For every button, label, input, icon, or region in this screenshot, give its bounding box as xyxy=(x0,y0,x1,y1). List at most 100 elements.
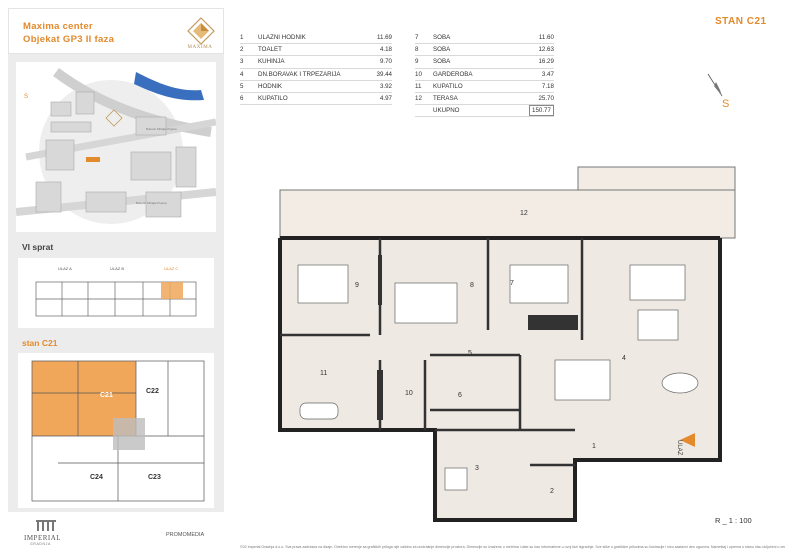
entrance-a-label: ULAZ A xyxy=(58,266,72,271)
room-2-label: 2 xyxy=(550,488,554,495)
compass-south-label: S xyxy=(722,98,730,110)
partner-logos: IMPERIAL GRADNJA PROMOMEDIA xyxy=(8,512,224,548)
room-name: TERASA xyxy=(433,92,529,106)
room-area: 9.70 xyxy=(370,55,392,69)
room-name: KUPATILO xyxy=(258,92,370,106)
unit-c21-marker: C21 xyxy=(100,392,113,399)
project-header: Maxima center Objekat GP3 II faza MAXIMA xyxy=(8,8,224,54)
entrance-c-label: ULAZ C xyxy=(164,266,178,271)
room-num: 7 xyxy=(415,32,433,45)
unit-key-plan: C21 C22 C24 C23 xyxy=(18,353,214,508)
total-label: UKUPNO xyxy=(433,104,529,118)
room-area: 11.60 xyxy=(529,32,554,45)
entry-label: ULAZ xyxy=(676,440,682,456)
room-num: 6 xyxy=(240,92,258,106)
room-name: SOBA xyxy=(433,43,529,57)
floor-label: VI sprat xyxy=(22,242,54,252)
room-name: SOBA xyxy=(433,55,529,69)
room-name: DN.BORAVAK I TRPEZARIJA xyxy=(258,68,370,81)
maxima-logo-icon xyxy=(187,17,215,45)
entrance-b-label: ULAZ B xyxy=(110,266,124,271)
room-3-label: 3 xyxy=(475,465,479,472)
apartment-floor-plan: 12 8 9 7 4 5 11 10 6 1 3 2 xyxy=(278,166,736,522)
room-num: 4 xyxy=(240,68,258,81)
room-num: 12 xyxy=(415,92,433,106)
room-num: 2 xyxy=(240,43,258,57)
room-area: 4.18 xyxy=(370,43,392,57)
room-name: KUPATILO xyxy=(433,80,529,94)
street-label-1: Bulevar Mihajla Pupina xyxy=(146,127,177,131)
room-area: 25.70 xyxy=(529,92,554,106)
room-num: 9 xyxy=(415,55,433,69)
terrace-area xyxy=(279,189,736,239)
room-num: 3 xyxy=(240,55,258,69)
imperial-logo-subtext: GRADNJA xyxy=(30,542,51,546)
room-1-label: 1 xyxy=(592,443,596,450)
room-5-label: 5 xyxy=(468,350,472,357)
legal-footnote: ©02 Imperial Gradnja d.o.o. Sva prava za… xyxy=(240,545,785,549)
unit-c24-marker: C24 xyxy=(90,474,103,481)
room-4-label: 4 xyxy=(622,355,626,362)
room-9-label: 9 xyxy=(355,282,359,289)
project-phase: Objekat GP3 II faza xyxy=(23,34,115,45)
room-10-label: 10 xyxy=(405,390,413,397)
room-area: 16.29 xyxy=(529,55,554,69)
left-info-panel: Maxima center Objekat GP3 II faza MAXIMA xyxy=(8,8,224,548)
floor-overview-plan: ULAZ A ULAZ B ULAZ C xyxy=(18,258,214,328)
room-area: 12.63 xyxy=(529,43,554,57)
room-name: ULAZNI HODNIK xyxy=(258,32,370,45)
room-name: SOBA xyxy=(433,32,529,45)
room-name: TOALET xyxy=(258,43,370,57)
street-label-2: Bulevar Mihajla Pupina xyxy=(136,201,167,205)
room-area: 3.92 xyxy=(370,80,392,94)
total-row: UKUPNO 150.77 xyxy=(415,104,554,118)
imperial-logo-text: IMPERIAL xyxy=(24,534,62,542)
room-name: HODNIK xyxy=(258,80,370,94)
unit-c22-marker: C22 xyxy=(146,388,159,395)
room-7-label: 7 xyxy=(510,280,514,287)
total-area: 150.77 xyxy=(529,105,554,117)
imperial-columns-icon xyxy=(36,520,56,531)
entry-arrow-icon xyxy=(680,433,695,447)
room-name: GARDEROBA xyxy=(433,68,529,81)
room-num: 10 xyxy=(415,68,433,81)
room-num: 8 xyxy=(415,43,433,57)
selected-unit-label: stan C21 xyxy=(22,338,58,348)
room-8-label: 8 xyxy=(470,282,474,289)
promomedia-logo-text: PROMOMEDIA xyxy=(166,532,205,538)
room-num: 1 xyxy=(240,32,258,45)
room-name: KUHINJA xyxy=(258,55,370,69)
room-11-label: 11 xyxy=(320,370,327,377)
room-area: 39.44 xyxy=(370,68,392,81)
room-area: 7.18 xyxy=(529,80,554,94)
maxima-logo-text: MAXIMA xyxy=(187,45,213,50)
project-name: Maxima center xyxy=(23,21,93,32)
room-area: 3.47 xyxy=(529,68,554,81)
site-map-south-marker: S xyxy=(24,94,28,100)
apartment-title: STAN C21 xyxy=(715,16,767,27)
room-12-label: 12 xyxy=(520,210,528,217)
site-location-map: S Bulevar Mihajla Pupina Bulevar Mihajla… xyxy=(16,62,216,232)
room-area: 4.97 xyxy=(370,92,392,106)
compass-icon xyxy=(707,73,723,97)
room-num: 5 xyxy=(240,80,258,94)
room-num: 11 xyxy=(415,80,433,94)
plan-scale: R _ 1 : 100 xyxy=(715,516,752,525)
room-6-label: 6 xyxy=(458,392,462,399)
unit-c23-marker: C23 xyxy=(148,474,161,481)
room-area: 11.69 xyxy=(370,32,392,45)
